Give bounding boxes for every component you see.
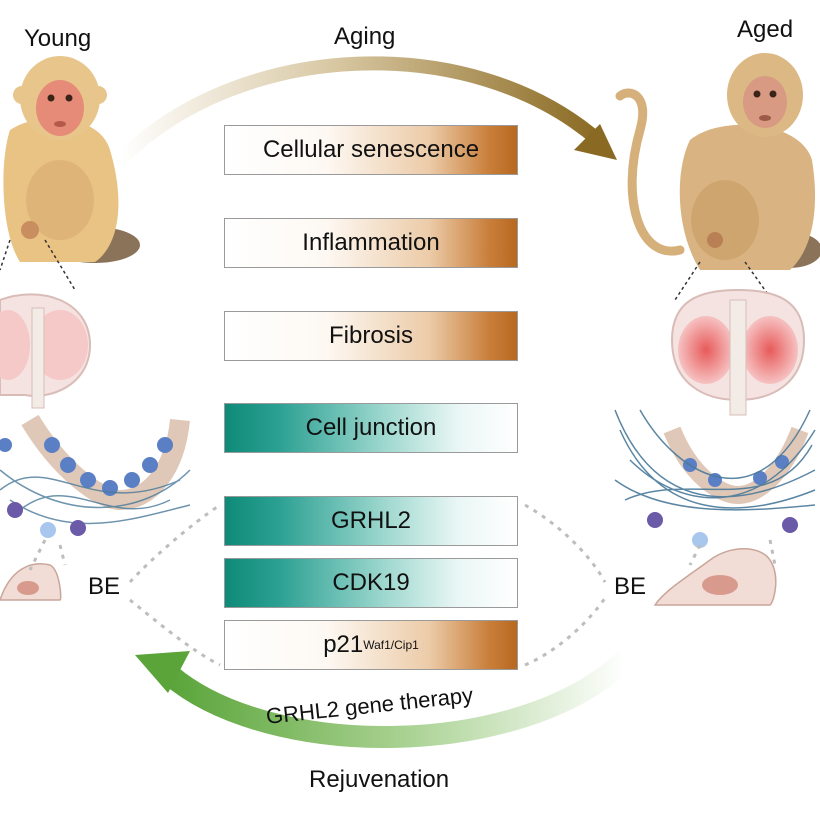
young-monkey-illustration — [0, 56, 140, 291]
marker-cellular-senescence: Cellular senescence — [224, 125, 518, 175]
be-cell-young — [0, 563, 62, 601]
rejuvenation-label: Rejuvenation — [309, 766, 450, 793]
aged-label: Aged — [737, 16, 794, 43]
be-cell-aged — [653, 548, 777, 606]
p21-superscript: Waf1/Cip1 — [363, 638, 419, 652]
aging-arrow — [113, 56, 617, 167]
aged-monkey-illustration — [615, 53, 820, 301]
young-prostate-illustration — [0, 293, 92, 409]
marker-fibrosis: Fibrosis — [224, 311, 518, 361]
be-label-right: BE — [614, 573, 647, 600]
marker-cdk19: CDK19 — [224, 558, 518, 608]
aging-label: Aging — [334, 23, 396, 50]
aged-prostate-illustration — [670, 288, 806, 416]
marker-label: Cell junction — [305, 414, 437, 441]
young-label: Young — [24, 25, 92, 52]
marker-label: CDK19 — [332, 569, 410, 596]
marker-label: Cellular senescence — [262, 136, 480, 163]
p21-base: p21 — [323, 631, 364, 658]
marker-grhl2: GRHL2 — [224, 496, 518, 546]
marker-label: Fibrosis — [328, 322, 413, 349]
be-label-left: BE — [88, 573, 121, 600]
marker-inflammation: Inflammation — [224, 218, 518, 268]
young-gland-tissue-illustration — [0, 414, 191, 538]
aged-gland-tissue-illustration — [614, 409, 816, 548]
marker-cell-junction: Cell junction — [224, 403, 518, 453]
dashed-connectors — [28, 503, 777, 667]
marker-label: Inflammation — [302, 229, 440, 256]
therapy-arrow — [135, 649, 636, 748]
marker-label: GRHL2 — [330, 507, 412, 534]
